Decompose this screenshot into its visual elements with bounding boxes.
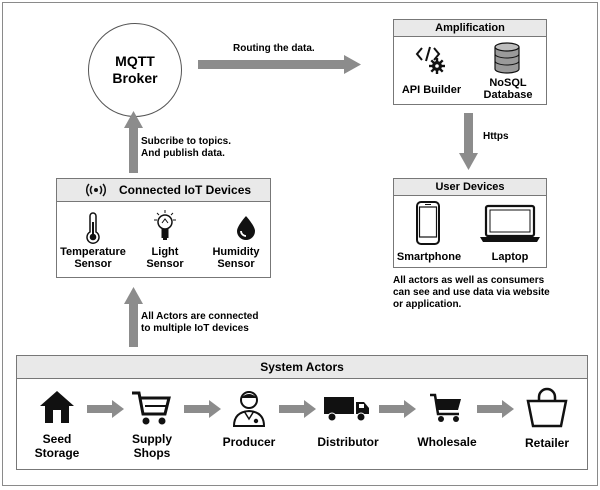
user-devices-title: User Devices bbox=[394, 179, 546, 196]
api-builder-icon bbox=[415, 46, 445, 74]
mqtt-broker-node: MQTT Broker bbox=[88, 23, 182, 117]
seed-storage-line1: Seed bbox=[42, 432, 72, 446]
flow-arrow-3 bbox=[279, 400, 316, 418]
flow-arrow-5 bbox=[477, 400, 514, 418]
subscribe-arrow bbox=[124, 111, 143, 173]
truck-icon bbox=[324, 397, 369, 422]
iot-header bbox=[57, 179, 270, 202]
broker-label-line1: MQTT bbox=[115, 53, 155, 69]
iot-devices-box: Connected IoT Devices Temperature Sensor… bbox=[56, 178, 271, 278]
consumer-access-note: All actors as well as consumers can see … bbox=[393, 275, 550, 311]
system-actors-title: System Actors bbox=[260, 360, 344, 374]
routing-arrow bbox=[198, 55, 361, 74]
farmer-icon bbox=[232, 391, 266, 427]
flow-arrow-4 bbox=[379, 400, 416, 418]
note-line2: can see and use data via website bbox=[393, 287, 550, 298]
note-line3: or application. bbox=[393, 299, 462, 310]
iot-title: Connected IoT Devices bbox=[119, 183, 252, 197]
retailer-label: Retailer bbox=[524, 436, 570, 450]
seed-storage-label: Seed Storage bbox=[17, 432, 97, 460]
api-builder-label: API Builder bbox=[401, 84, 462, 96]
laptop-label: Laptop bbox=[491, 251, 529, 263]
temperature-sensor-label-line1: Temperature bbox=[60, 246, 126, 258]
seed-storage-line2: Storage bbox=[34, 446, 80, 460]
subscribe-label: Subcribe to topics. And publish data. bbox=[141, 136, 231, 160]
light-sensor-label-line1: Light bbox=[151, 246, 179, 258]
amplification-title: Amplification bbox=[394, 20, 546, 37]
smartphone-icon bbox=[416, 201, 440, 245]
broker-label-line2: Broker bbox=[112, 70, 158, 86]
water-drop-icon bbox=[237, 216, 255, 240]
humidity-sensor-label-line2: Sensor bbox=[217, 258, 255, 270]
subscribe-label-line1: Subcribe to topics. bbox=[141, 136, 232, 147]
smartphone-label: Smartphone bbox=[396, 251, 462, 263]
laptop-icon bbox=[480, 204, 540, 242]
note-line1: All actors as well as consumers bbox=[393, 275, 545, 286]
system-actors-box: System Actors bbox=[16, 355, 588, 470]
humidity-sensor-label-line1: Humidity bbox=[212, 246, 260, 258]
supply-shops-line2: Shops bbox=[133, 446, 171, 460]
routing-label: Routing the data. bbox=[233, 43, 315, 54]
actors-connection-arrow bbox=[124, 287, 143, 347]
https-arrow bbox=[459, 113, 478, 170]
distributor-label: Distributor bbox=[317, 435, 379, 449]
amplification-box: Amplification API Builder NoSQL Database bbox=[393, 19, 547, 105]
light-bulb-icon bbox=[154, 210, 176, 240]
actors-connection-line1: All Actors are connected bbox=[141, 311, 259, 322]
actors-connection-label: All Actors are connected to multiple IoT… bbox=[141, 311, 258, 335]
nosql-label-line2: Database bbox=[483, 89, 533, 101]
supply-shops-line1: Supply bbox=[131, 432, 172, 446]
basket-cart-icon bbox=[430, 393, 461, 422]
system-actors-header bbox=[17, 356, 587, 379]
actors-connection-line2: to multiple IoT devices bbox=[141, 323, 249, 334]
flow-arrow-1 bbox=[87, 400, 124, 418]
user-devices-box: User Devices Smartphone Laptop bbox=[393, 178, 547, 268]
database-icon bbox=[494, 42, 520, 74]
nosql-label-line1: NoSQL bbox=[489, 77, 527, 89]
flow-arrow-2 bbox=[184, 400, 221, 418]
thermometer-icon bbox=[86, 212, 100, 244]
light-sensor-label-line2: Sensor bbox=[146, 258, 184, 270]
wireless-signal-icon bbox=[85, 183, 107, 197]
house-icon bbox=[40, 391, 74, 423]
wholesale-label: Wholesale bbox=[417, 435, 477, 449]
subscribe-label-line2: And publish data. bbox=[141, 148, 225, 159]
supply-shops-label: Supply Shops bbox=[112, 432, 192, 460]
temperature-sensor-label-line2: Sensor bbox=[74, 258, 112, 270]
shopping-bag-icon bbox=[526, 387, 568, 428]
https-label: Https bbox=[483, 131, 509, 142]
producer-label: Producer bbox=[222, 435, 276, 449]
shopping-cart-icon bbox=[132, 391, 171, 425]
